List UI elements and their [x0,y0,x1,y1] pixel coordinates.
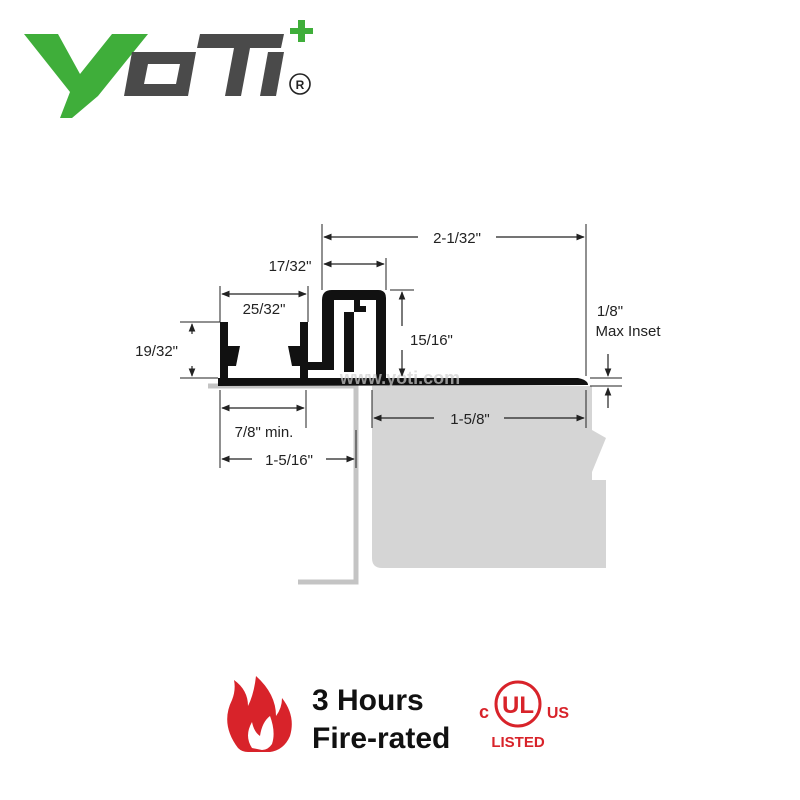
profile-diagram: www.yoti.com [135,224,661,585]
logo-letter-t [197,34,284,96]
dim-inset-line1: 1/8" [597,303,623,320]
svg-text:R: R [296,78,305,92]
ul-listed-mark: UL c US LISTED [479,680,570,751]
dim-riser-height: 15/16" [410,332,453,349]
dim-channel-width: 25/32" [243,301,286,318]
dimension-arrows [188,233,612,463]
dim-flange-width: 1-5/16" [265,452,313,469]
dimension-labels: 2-1/32" 17/32" 25/32" 19/32" 15/16" 1/8"… [135,230,661,469]
logo-plus-icon [290,20,313,42]
dim-top-width: 17/32" [269,258,312,275]
brand-logo: R [24,20,313,118]
ul-right-letters: US [547,705,570,722]
dim-min-width: 7/8" min. [235,424,294,441]
ul-mark: UL [502,692,534,719]
logo-letter-o [124,52,196,96]
logo-letter-y [24,34,148,118]
ul-caption: LISTED [491,734,545,751]
dim-inset-line2: Max Inset [595,323,661,340]
dim-overall-width: 2-1/32" [433,230,481,247]
ul-circle-icon [494,680,542,728]
fire-rating-line1: 3 Hours [312,684,424,717]
substrate-block [372,386,606,568]
flame-icon [227,676,292,752]
logo-letter-i [260,52,284,96]
angle-bracket [208,383,359,585]
fire-rating-badge: 3 Hours Fire-rated [227,676,450,755]
extension-lines [180,224,622,468]
fire-rating-line2: Fire-rated [312,722,450,755]
ul-left-letter: c [479,702,489,722]
dim-channel-height: 19/32" [135,343,178,360]
extrusion-profile [218,290,588,386]
dim-plate-width: 1-5/8" [450,411,490,428]
registered-mark-icon [289,73,311,95]
watermark-text: www.yoti.com [339,368,460,388]
